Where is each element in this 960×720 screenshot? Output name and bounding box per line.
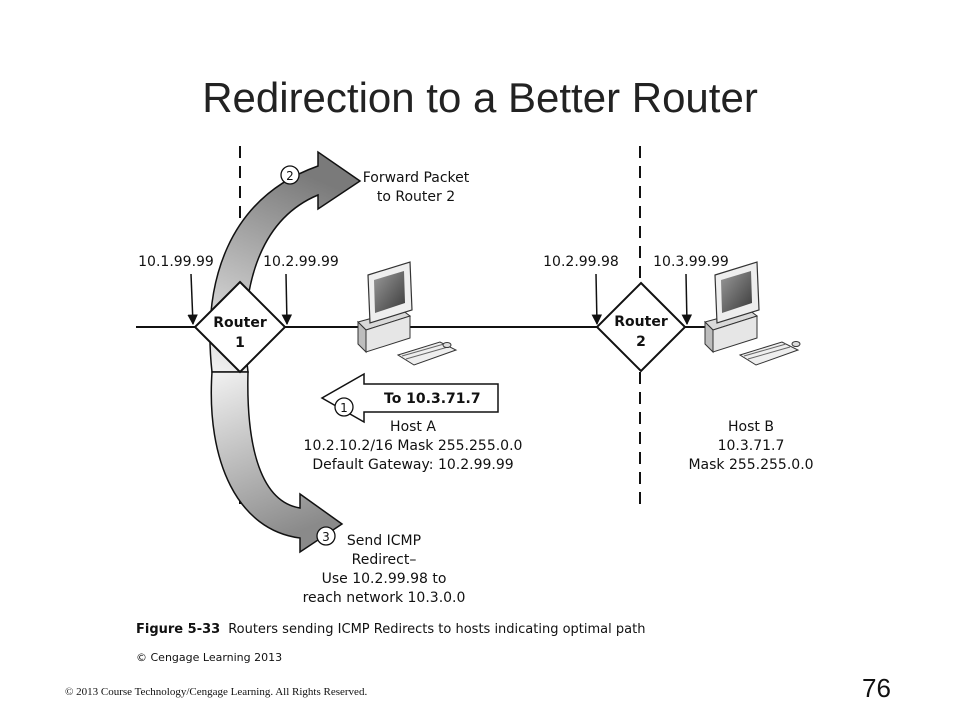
router-1-ip-right: 10.2.99.99: [263, 254, 339, 270]
step-3-text-line4: reach network 10.3.0.0: [303, 590, 466, 606]
host-b-mask: Mask 255.255.0.0: [688, 457, 813, 473]
router-2-label: Router: [614, 314, 668, 330]
figure-credit: © Cengage Learning 2013: [136, 651, 283, 664]
step-3-number: 3: [322, 530, 330, 544]
host-a-gateway: Default Gateway: 10.2.99.99: [312, 457, 513, 473]
step-2-text-line1: Forward Packet: [363, 170, 470, 186]
router-1-number: 1: [235, 335, 245, 351]
host-a-computer-icon: [357, 261, 458, 366]
host-a-name: Host A: [390, 419, 436, 435]
step-1-circle: [334, 397, 354, 417]
step-2-circle: [280, 165, 300, 185]
step-3-text-line2: Redirect–: [352, 552, 417, 568]
router-2-ip-left-pointer: [591, 273, 603, 326]
step-1-label: To 10.3.71.7: [384, 391, 481, 407]
router-1-ip-right-pointer: [281, 273, 293, 326]
router-2-ip-left: 10.2.99.98: [543, 254, 619, 270]
router-2: [595, 281, 687, 373]
page-number: 76: [862, 673, 891, 703]
host-a-address: 10.2.10.2/16 Mask 255.255.0.0: [304, 438, 523, 454]
router-2-number: 2: [636, 334, 646, 350]
slide-title: Redirection to a Better Router: [202, 74, 758, 121]
router-1-ip-left: 10.1.99.99: [138, 254, 214, 270]
router-1-label: Router: [213, 315, 267, 331]
router-1: [193, 280, 287, 374]
router-1-ip-left-pointer: [187, 273, 198, 326]
step-1-number: 1: [340, 401, 348, 415]
router-2-ip-right: 10.3.99.99: [653, 254, 729, 270]
figure-caption-label: Figure 5-33: [136, 622, 221, 637]
figure-caption: Figure 5-33 Routers sending ICMP Redirect…: [136, 622, 645, 637]
figure-caption-text: Routers sending ICMP Redirects to hosts …: [228, 622, 646, 637]
host-b-name: Host B: [728, 419, 774, 435]
host-b-computer-icon: [704, 261, 801, 366]
copyright-notice: © 2013 Course Technology/Cengage Learnin…: [65, 686, 368, 698]
step-2-text-line2: to Router 2: [377, 189, 455, 205]
step-3-text-line1: Send ICMP: [347, 533, 421, 549]
step-2-number: 2: [286, 169, 294, 183]
step-3-circle: [316, 526, 336, 546]
step-3-text-line3: Use 10.2.99.98 to: [322, 571, 447, 587]
host-b-address: 10.3.71.7: [718, 438, 785, 454]
router-2-ip-right-pointer: [681, 273, 693, 326]
